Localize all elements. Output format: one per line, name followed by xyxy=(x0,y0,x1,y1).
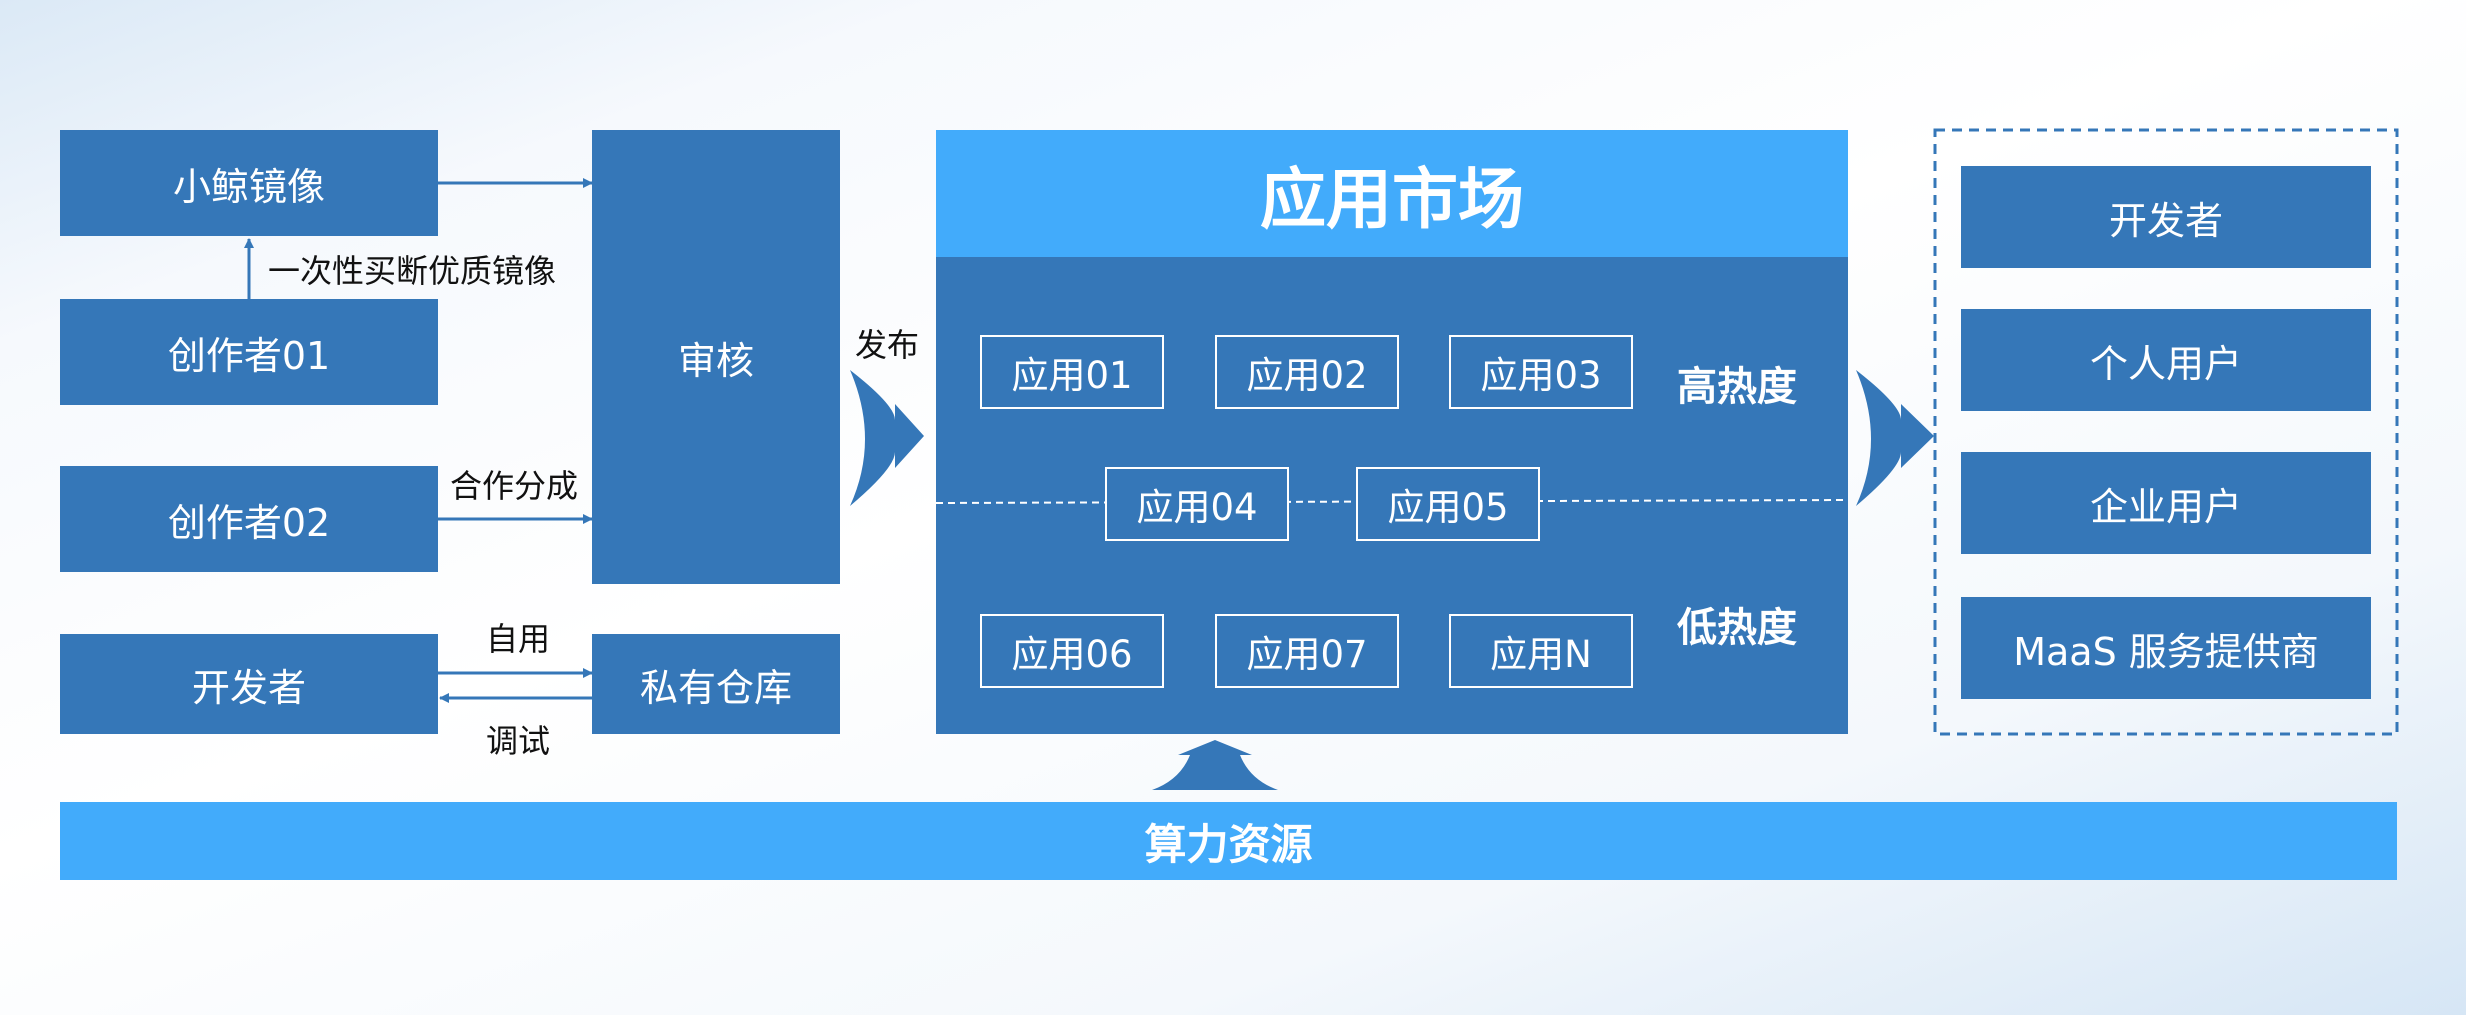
publish-arrow xyxy=(850,370,924,506)
buy-label: 一次性买断优质镜像 xyxy=(268,252,557,290)
app-item: 应用06 xyxy=(980,614,1164,688)
creator01-label: 创作者01 xyxy=(167,333,331,378)
users-group-border xyxy=(1933,128,2399,736)
app-item: 应用N xyxy=(1449,614,1633,688)
user-enterprise-box: 企业用户 xyxy=(1961,452,2371,554)
app-item: 应用07 xyxy=(1215,614,1399,688)
app-item: 应用02 xyxy=(1215,335,1399,409)
market-to-users-arrow xyxy=(1856,370,1934,506)
user-maas-label: MaaS 服务提供商 xyxy=(2013,629,2319,674)
low-heat-label: 低热度 xyxy=(1677,605,1797,651)
user-personal-box: 个人用户 xyxy=(1961,309,2371,411)
app-market-title-text: 应用市场 xyxy=(1260,160,1524,238)
creator02-label: 创作者02 xyxy=(167,500,331,545)
developer-box: 开发者 xyxy=(60,634,438,734)
publish-label: 发布 xyxy=(855,326,920,364)
self-use-label: 自用 xyxy=(486,620,551,658)
app-item: 应用03 xyxy=(1449,335,1633,409)
share-label: 合作分成 xyxy=(450,467,579,505)
review-label: 审核 xyxy=(677,338,754,383)
developer-label: 开发者 xyxy=(191,665,306,710)
app-item: 应用01 xyxy=(980,335,1164,409)
app-item: 应用05 xyxy=(1356,467,1540,541)
user-personal-label: 个人用户 xyxy=(2089,341,2242,386)
user-developer-label: 开发者 xyxy=(2108,198,2223,243)
compute-up-arrow xyxy=(1152,740,1278,790)
user-maas-box: MaaS 服务提供商 xyxy=(1961,597,2371,699)
high-heat-label: 高热度 xyxy=(1677,364,1797,410)
app-item: 应用04 xyxy=(1105,467,1289,541)
user-developer-box: 开发者 xyxy=(1961,166,2371,268)
review-box: 审核 xyxy=(592,130,840,584)
debug-label: 调试 xyxy=(486,722,551,760)
private-repo-label: 私有仓库 xyxy=(639,665,792,710)
creator01-box: 创作者01 xyxy=(60,299,438,405)
xiaojing-mirror-label: 小鲸镜像 xyxy=(172,164,325,209)
app-market-title: 应用市场 xyxy=(936,130,1848,257)
creator02-box: 创作者02 xyxy=(60,466,438,572)
compute-resources-bar: 算力资源 xyxy=(60,802,2397,880)
compute-resources-label: 算力资源 xyxy=(1144,819,1313,869)
private-repo-box: 私有仓库 xyxy=(592,634,840,734)
xiaojing-mirror-box: 小鲸镜像 xyxy=(60,130,438,236)
user-enterprise-label: 企业用户 xyxy=(2089,484,2242,529)
